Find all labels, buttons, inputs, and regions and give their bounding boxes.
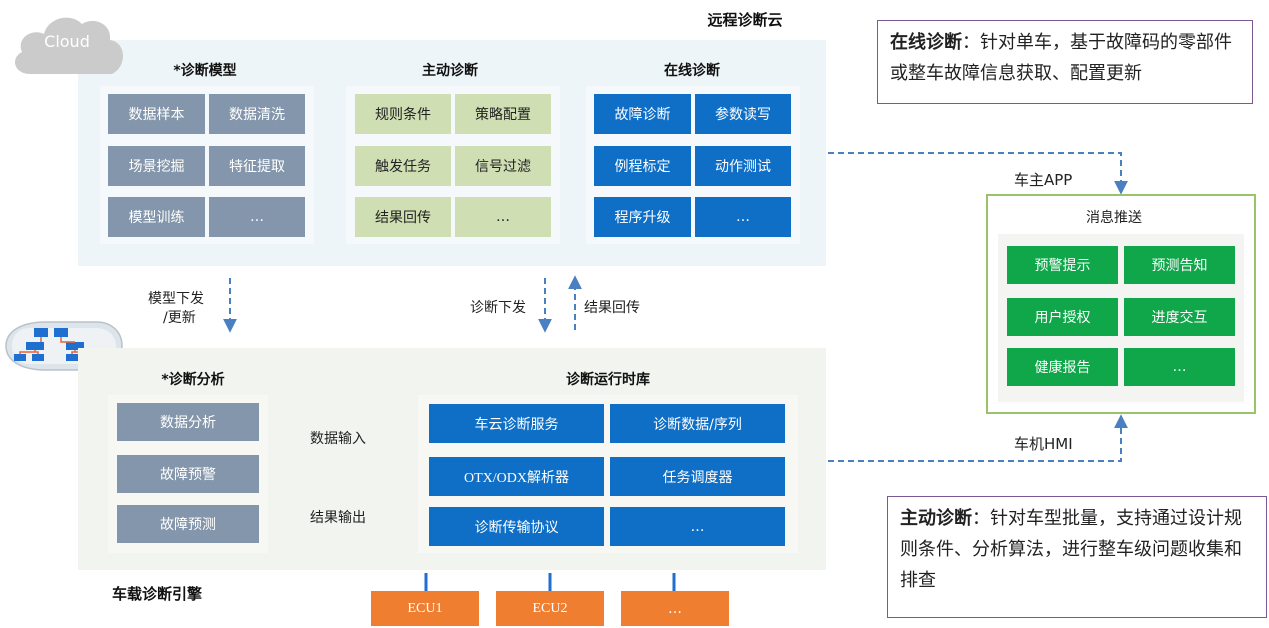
app-top-label: 车主APP [1014,171,1073,189]
message-push-title: 消息推送 [1086,210,1142,226]
active-item-result-return: 结果回传 [355,197,451,237]
runtime-title: 诊断运行时库 [566,372,650,388]
push-item-progress: 进度交互 [1124,298,1235,336]
vehicle-engine-title: 车载诊断引擎 [111,585,202,603]
active-item-more: … [455,197,551,237]
model-item-model-training: 模型训练 [108,197,205,237]
result-output-label: 结果输出 [310,510,366,526]
diag-analysis-title: *诊断分析 [161,372,225,388]
model-down-label-2: /更新 [163,310,196,326]
runtime-item-scheduler: 任务调度器 [610,457,785,496]
result-back-label: 结果回传 [584,300,640,316]
online-item-param-rw: 参数读写 [695,94,791,134]
push-item-more: … [1124,348,1235,386]
runtime-item-cloud-service: 车云诊断服务 [429,404,604,443]
model-item-feature-extract: 特征提取 [209,146,305,186]
online-item-more: … [695,197,791,237]
cloud-icon-label: Cloud [44,32,90,51]
model-item-data-sample: 数据样本 [108,94,205,134]
model-item-more: … [209,197,305,237]
cloud-to-app-line [828,152,1128,195]
push-item-prediction: 预测告知 [1124,246,1235,284]
active-item-strategy-config: 策略配置 [455,94,551,134]
online-diag-title: 在线诊断 [664,63,720,79]
diag-down-label: 诊断下发 [470,300,526,316]
note-active-text: ：针对车型批量，支持通过设计规则条件、分析算法，进行整车级问题收集和排查 [900,508,1242,591]
note-online-text: ：针对单车，基于故障码的零部件或整车故障信息获取、配置更新 [890,32,1232,84]
analysis-item-fault-prediction: 故障预测 [117,505,259,543]
active-item-signal-filter: 信号过滤 [455,146,551,186]
cloud-title: 远程诊断云 [707,11,783,29]
active-item-rule-conditions: 规则条件 [355,94,451,134]
runtime-item-more: … [610,507,785,546]
model-down-label-1: 模型下发 [148,291,204,307]
runtime-item-diag-data: 诊断数据/序列 [610,404,785,443]
push-item-authorization: 用户授权 [1007,298,1118,336]
ecu-2: ECU2 [496,591,604,626]
note-active-diag: 主动诊断：针对车型批量，支持通过设计规则条件、分析算法，进行整车级问题收集和排查 [887,496,1267,618]
online-item-fault-diag: 故障诊断 [594,94,691,134]
diag-model-title: *诊断模型 [173,63,237,79]
analysis-item-fault-warning: 故障预警 [117,455,259,493]
note-online-bold: 在线诊断 [890,32,962,53]
ecu-more: … [621,591,729,626]
analysis-item-data-analysis: 数据分析 [117,403,259,441]
runtime-item-transport: 诊断传输协议 [429,507,604,546]
ecu-1: ECU1 [371,591,479,626]
cloud-icon [15,17,124,74]
model-item-scene-mining: 场景挖掘 [108,146,205,186]
note-online-diag: 在线诊断：针对单车，基于故障码的零部件或整车故障信息获取、配置更新 [877,20,1253,104]
vehicle-to-app-line [828,414,1128,462]
active-diag-title: 主动诊断 [422,63,478,79]
app-bottom-label: 车机HMI [1014,435,1073,453]
model-item-data-cleaning: 数据清洗 [209,94,305,134]
online-item-program-upgrade: 程序升级 [594,197,691,237]
push-item-health-report: 健康报告 [1007,348,1118,386]
runtime-item-parser: OTX/ODX解析器 [429,457,604,496]
online-item-routine-calib: 例程标定 [594,146,691,186]
data-input-label: 数据输入 [310,431,366,447]
note-active-bold: 主动诊断 [900,508,972,529]
online-item-action-test: 动作测试 [695,146,791,186]
active-item-trigger-task: 触发任务 [355,146,451,186]
push-item-warning: 预警提示 [1007,246,1118,284]
